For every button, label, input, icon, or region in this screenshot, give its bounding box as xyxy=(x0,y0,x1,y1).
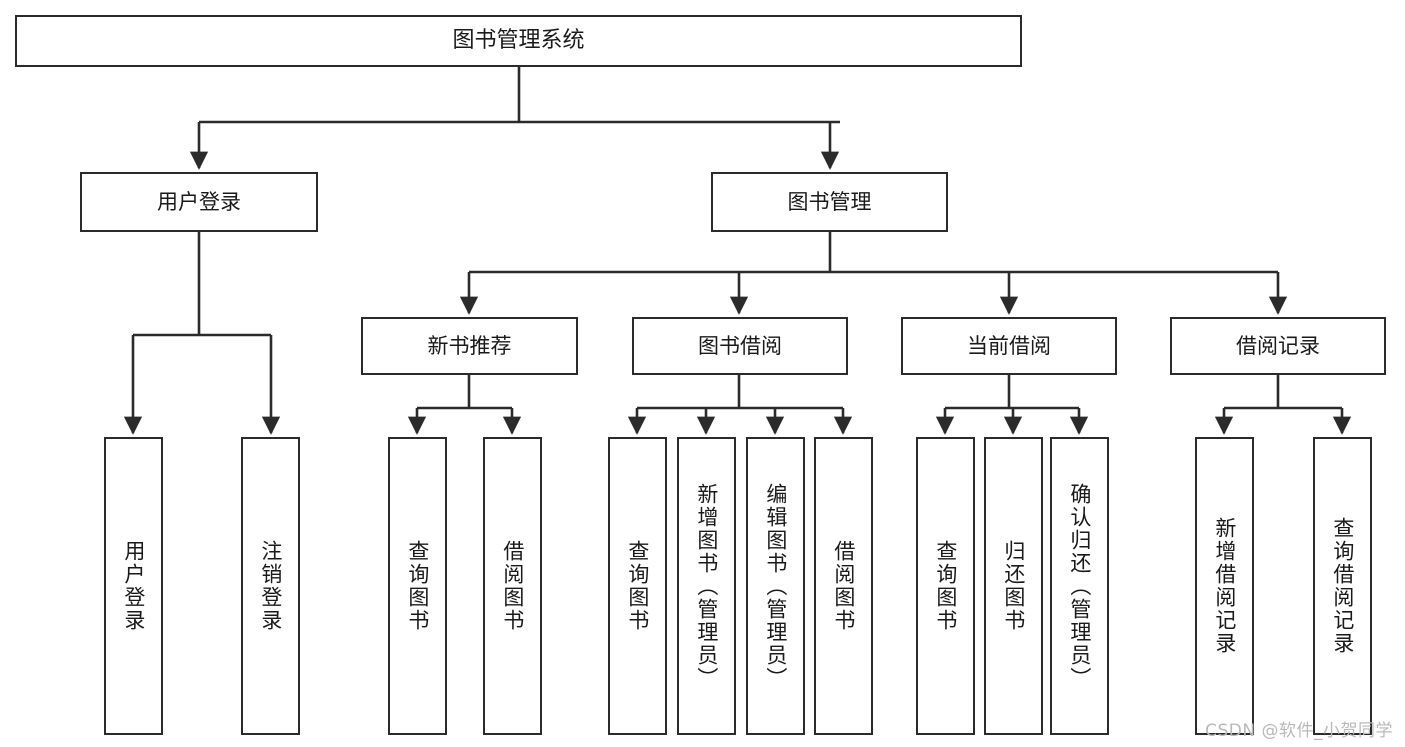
node-user-login[interactable]: 用户登录 xyxy=(80,172,318,232)
node-leaf-add-book[interactable]: 新增图书（管理员） xyxy=(677,437,736,735)
node-borrow-record[interactable]: 借阅记录 xyxy=(1170,317,1386,375)
node-leaf-query-book-1[interactable]: 查询图书 xyxy=(388,437,447,735)
node-leaf-borrow-book-2[interactable]: 借阅图书 xyxy=(814,437,873,735)
node-current-borrow-label: 当前借阅 xyxy=(967,333,1051,358)
node-root-label: 图书管理系统 xyxy=(452,28,585,54)
node-book-borrow[interactable]: 图书借阅 xyxy=(632,317,848,375)
node-leaf-user-login[interactable]: 用户登录 xyxy=(104,437,163,735)
node-user-login-label: 用户登录 xyxy=(157,189,241,214)
node-book-manage-label: 图书管理 xyxy=(787,189,872,214)
node-leaf-edit-book[interactable]: 编辑图书（管理员） xyxy=(746,437,805,735)
node-leaf-query-book-2[interactable]: 查询图书 xyxy=(608,437,667,735)
node-root[interactable]: 图书管理系统 xyxy=(15,15,1022,67)
node-leaf-add-record-label: 新增借阅记录 xyxy=(1212,517,1237,655)
node-leaf-borrow-book-2-label: 借阅图书 xyxy=(831,540,856,632)
node-leaf-query-record-label: 查询借阅记录 xyxy=(1330,517,1355,655)
node-leaf-query-book-1-label: 查询图书 xyxy=(405,540,430,632)
node-leaf-borrow-book-1-label: 借阅图书 xyxy=(500,540,525,632)
node-leaf-edit-book-label: 编辑图书（管理员） xyxy=(763,482,788,690)
node-leaf-confirm-return-label: 确认归还（管理员） xyxy=(1067,482,1092,690)
node-leaf-logout[interactable]: 注销登录 xyxy=(241,437,300,735)
node-leaf-add-record[interactable]: 新增借阅记录 xyxy=(1195,437,1254,735)
node-leaf-return-book-label: 归还图书 xyxy=(1001,540,1026,632)
node-leaf-return-book[interactable]: 归还图书 xyxy=(984,437,1043,735)
node-new-book-rec[interactable]: 新书推荐 xyxy=(361,317,578,375)
node-leaf-add-book-label: 新增图书（管理员） xyxy=(694,482,719,690)
node-leaf-logout-label: 注销登录 xyxy=(258,540,283,632)
node-book-borrow-label: 图书借阅 xyxy=(698,333,782,358)
node-new-book-rec-label: 新书推荐 xyxy=(427,333,512,358)
node-leaf-borrow-book-1[interactable]: 借阅图书 xyxy=(483,437,542,735)
node-leaf-query-book-3[interactable]: 查询图书 xyxy=(916,437,975,735)
node-leaf-confirm-return[interactable]: 确认归还（管理员） xyxy=(1050,437,1109,735)
node-leaf-query-book-3-label: 查询图书 xyxy=(933,540,958,632)
node-book-manage[interactable]: 图书管理 xyxy=(711,172,948,232)
node-leaf-query-record[interactable]: 查询借阅记录 xyxy=(1313,437,1372,735)
node-current-borrow[interactable]: 当前借阅 xyxy=(901,317,1117,375)
node-leaf-query-book-2-label: 查询图书 xyxy=(625,540,650,632)
node-borrow-record-label: 借阅记录 xyxy=(1236,333,1320,358)
node-leaf-user-login-label: 用户登录 xyxy=(121,540,146,632)
